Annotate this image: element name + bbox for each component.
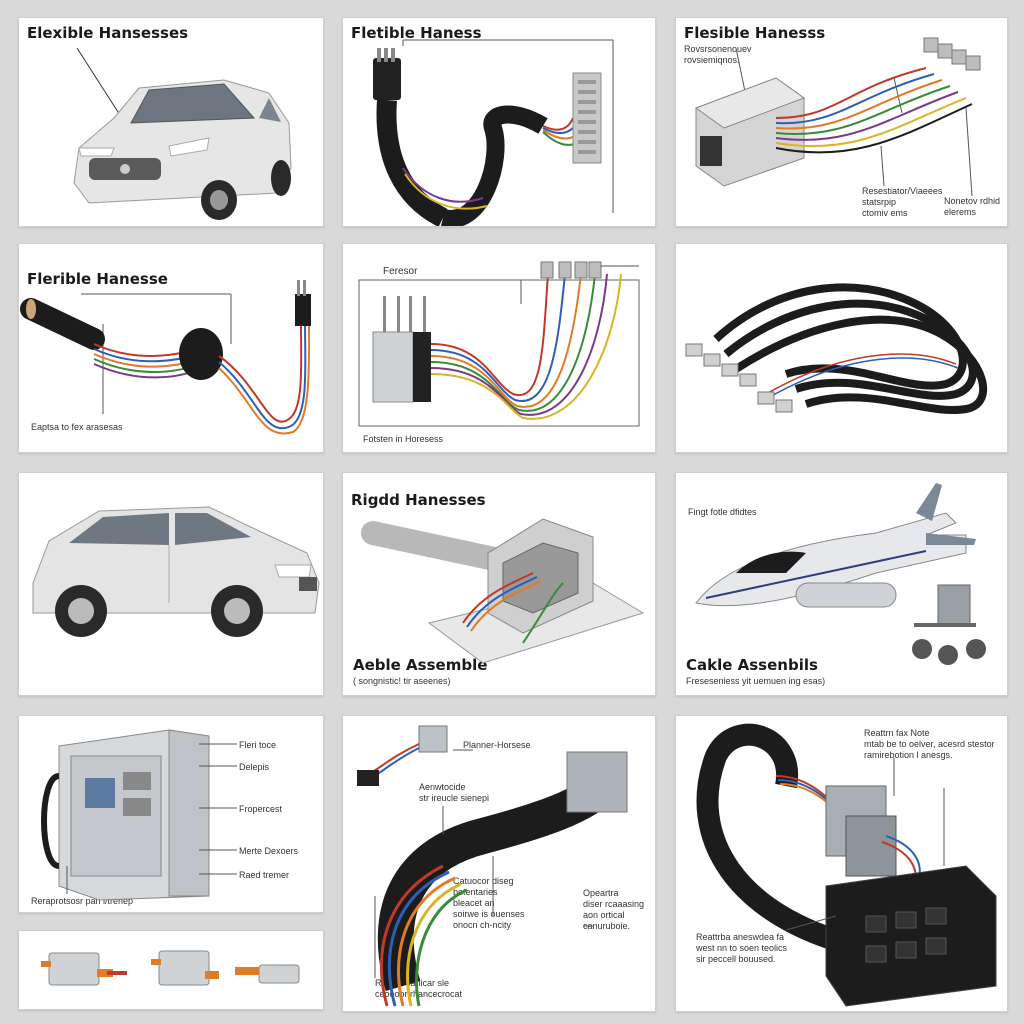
callout-label: Delepis bbox=[239, 762, 270, 772]
caption-title: Aeble Assemble bbox=[353, 656, 488, 674]
rigid-harness-illustration bbox=[361, 518, 645, 664]
panel-cable-assemblies: Fingt fotle dfidtes Cakle Assenbils Fres… bbox=[675, 472, 1008, 696]
panel-caption: Freseseniess yit uemuen ing esas) bbox=[686, 676, 826, 686]
plenum-harness-illustration bbox=[357, 725, 628, 1007]
callout-label: Rovsrsonenouev rovsiemiqnos. bbox=[684, 44, 752, 65]
panel-title: Rigdd Hanesses bbox=[351, 491, 486, 509]
panel-caption: ( songnistic! tir aseenes) bbox=[353, 676, 451, 686]
panel-looped-harness bbox=[675, 243, 1008, 453]
control-module-illustration bbox=[694, 37, 981, 197]
panel-caption: Fotsten in Horesess bbox=[363, 434, 444, 444]
panel-title: Flesible Hanesss bbox=[684, 24, 826, 42]
panel-rigid-harness: Rigdd Hanesses Aeble Assemble ( songnist… bbox=[342, 472, 656, 696]
top-label: Feresor bbox=[383, 266, 418, 277]
panel-flexible-harness-connector: Fletible Haness bbox=[342, 17, 656, 227]
panel-title: Flerible Hanesse bbox=[27, 270, 168, 288]
panel-electrical-cabinet: Fleri toce Delepis Fropercest Merte Dexo… bbox=[18, 715, 324, 913]
panel-harness-diagram: Feresor Fotsten in Horesess bbox=[342, 243, 656, 453]
panel-caption: Reattrba aneswdea fa west nn to soen teo… bbox=[696, 932, 788, 964]
panel-plenum-harness: Planner-Horsese Aenwtocide str ireucle s… bbox=[342, 715, 656, 1012]
connector-parts-illustration bbox=[41, 950, 300, 986]
panel-flexible-harness-grommet: Flerible Hanesse Eaptsa to fex arasesas bbox=[18, 243, 324, 453]
callout-label: Reattrn fax Note mtab be to oelver, aces… bbox=[864, 728, 995, 760]
electrical-cabinet-illustration bbox=[41, 729, 237, 901]
callout-label: Fleri toce bbox=[239, 740, 277, 750]
callout-label: Catuocor diseg betentaries bleacet an so… bbox=[453, 876, 525, 930]
panel-connector-parts bbox=[18, 930, 324, 1010]
callout-label: Merte Dexoers bbox=[239, 846, 299, 856]
panel-caption: Eaptsa to fex arasesas bbox=[31, 422, 123, 432]
suv-front-illustration bbox=[73, 47, 292, 220]
panel-flexible-harness-car: Elexible Hansesses bbox=[18, 17, 324, 227]
panel-caption: Reraprotsosr pan l/trenep bbox=[31, 896, 134, 906]
callout-label: Nonetov rdhid elerems bbox=[944, 196, 1001, 217]
harness-branch-illustration bbox=[358, 261, 640, 427]
caption-title: Cakle Assenbils bbox=[686, 656, 818, 674]
panel-robot-harness: Reattrn fax Note mtab be to oelver, aces… bbox=[675, 715, 1008, 1012]
callout-label: Raed tremer bbox=[239, 870, 290, 880]
suv-side-illustration bbox=[32, 506, 320, 637]
harness-connector-illustration bbox=[373, 39, 614, 226]
looped-harness-illustration bbox=[685, 283, 988, 414]
panel-title: Elexible Hansesses bbox=[27, 24, 189, 42]
harness-grommet-illustration bbox=[20, 280, 311, 435]
callout-label: Opeartra diser rcaaasing aon ortical can… bbox=[583, 888, 645, 931]
callout-label: Resestiator/Viaeees statsrpip ctomiv ems bbox=[862, 186, 943, 218]
panel-title: Fletible Haness bbox=[351, 24, 482, 42]
top-label: Fingt fotle dfidtes bbox=[688, 507, 757, 517]
robot-harness-illustration bbox=[696, 723, 997, 1007]
callout-label: Fropercest bbox=[239, 804, 283, 814]
panel-flexible-harness-module: Flesible Hanesss Rovsrsonenouev rovsiemi… bbox=[675, 17, 1008, 227]
panel-suv-side bbox=[18, 472, 324, 696]
callout-label: Planner-Horsese bbox=[463, 740, 531, 750]
aircraft-robot-illustration bbox=[695, 483, 986, 665]
callout-label: Aenwtocide str ireucle sienepi bbox=[419, 782, 490, 803]
